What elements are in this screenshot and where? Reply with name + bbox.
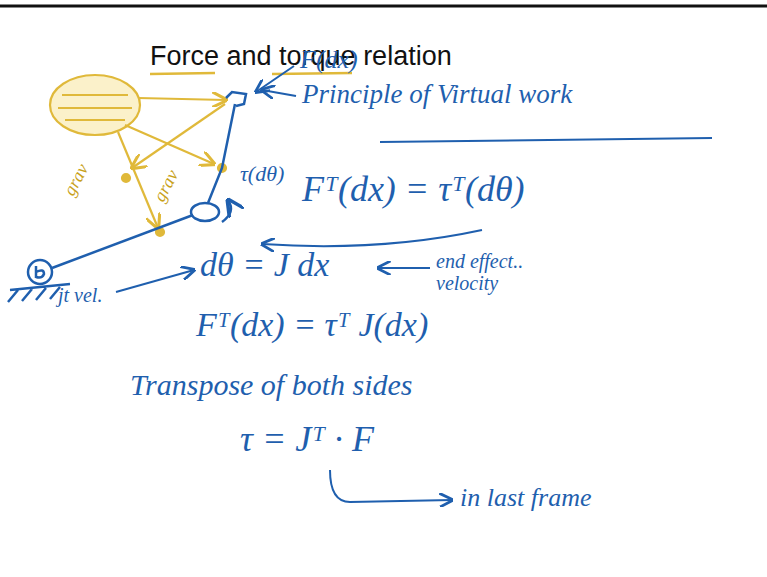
gravity-label: grav [150,167,183,205]
note: end effect.. velocity [436,250,566,294]
gravity-label: grav [60,161,93,199]
force-label: F(dx) [300,46,358,75]
top-rule [0,5,767,8]
equation: Fᵀ(dx) = τᵀ J(dx) [196,306,428,343]
underline [150,73,215,74]
note: jt vel. [58,284,102,306]
note: Transpose of both sides [130,368,413,401]
equation: Fᵀ(dx) = τᵀ(dθ) [302,170,525,210]
note: Principle of Virtual work [302,80,572,110]
gravity-sketch [50,75,226,236]
note: in last frame [460,484,591,513]
leader-lines [116,66,712,502]
equation: dθ = J dx [200,246,329,283]
torque-label: τ(dθ) [240,162,284,186]
equation: τ = Jᵀ · F [240,420,374,460]
